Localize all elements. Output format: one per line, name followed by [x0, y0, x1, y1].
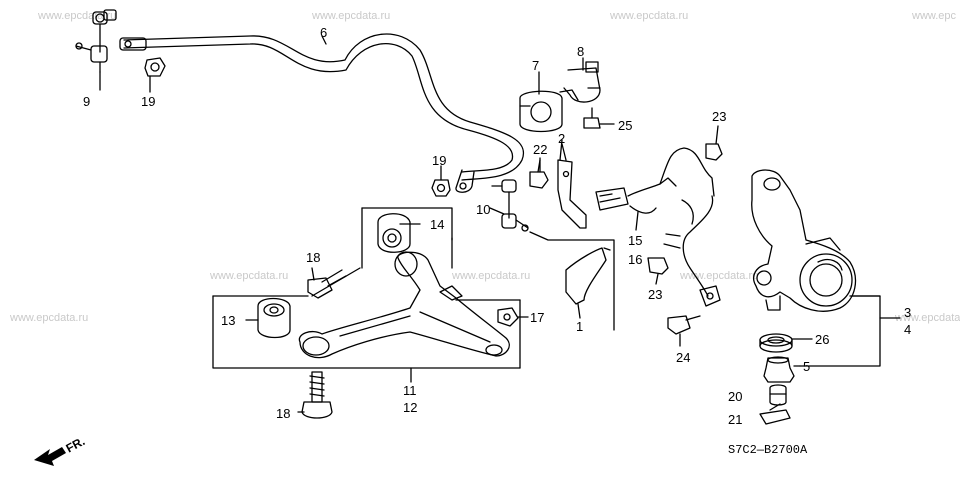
stabilizer-bar [119, 33, 525, 193]
watermark: www.epc [912, 10, 957, 22]
callout-16: 16 [628, 252, 643, 267]
bushing-7 [519, 90, 563, 133]
callout-7: 7 [532, 58, 540, 73]
leader-lines [99, 35, 584, 215]
watermark: www.epcdata.ru [680, 270, 759, 282]
watermark: www.epcdata.ru [610, 10, 689, 22]
callout-6: 6 [320, 25, 328, 40]
callout-9: 9 [83, 94, 91, 109]
watermark: www.epcdata.ru [312, 10, 391, 22]
knuckle [751, 169, 881, 312]
diagram-code: S7C2—B2700A [728, 443, 808, 457]
callout-21: 21 [728, 412, 743, 427]
snap-ring-20 [769, 384, 787, 406]
boot-5 [763, 356, 801, 383]
callout-15: 15 [628, 233, 643, 248]
watermark: www.epcdata.ru [452, 270, 531, 282]
callout-1: 1 [576, 319, 584, 334]
callout-18b: 18 [276, 406, 291, 421]
callout-22: 22 [533, 142, 548, 157]
callout-24: 24 [676, 350, 691, 365]
callout-3: 3 [904, 305, 912, 320]
lower-arm-box [212, 267, 521, 369]
callout-23b: 23 [648, 287, 663, 302]
leader-3-4 [799, 295, 881, 367]
watermark: www.epcdata.ru [10, 312, 89, 324]
front-arrow-icon [34, 447, 66, 466]
callout-10: 10 [476, 202, 491, 217]
nut-19-mid [431, 179, 451, 197]
watermark: www.epcdata.ru [895, 312, 960, 324]
abs-sensor-wire [595, 147, 721, 307]
callout-14: 14 [430, 217, 445, 232]
nut-19-top [144, 57, 166, 77]
callout-18: 18 [306, 250, 321, 265]
callout-19: 19 [141, 94, 156, 109]
callout-5: 5 [803, 359, 811, 374]
callout-20: 20 [728, 389, 743, 404]
callout-25: 25 [618, 118, 633, 133]
callout-23: 23 [712, 109, 727, 124]
callout-11: 11 [403, 383, 417, 398]
bolt-24 [667, 315, 701, 347]
bolt-23-top [705, 125, 723, 161]
callout-19b: 19 [432, 153, 447, 168]
seal-26 [759, 333, 813, 353]
stabilizer-link-left [75, 9, 117, 73]
callout-8: 8 [577, 44, 585, 59]
stabilizer-link-10 [491, 179, 529, 232]
bushing-14 [377, 213, 411, 253]
callout-2: 2 [558, 131, 566, 146]
bolt-18-upper [307, 267, 347, 299]
bolt-23-lower [647, 257, 669, 285]
watermark: www.epcdata.ru [210, 270, 289, 282]
lower-arm [298, 251, 510, 359]
bolt-25 [583, 107, 615, 129]
shield-1 [529, 231, 615, 331]
callout-26: 26 [815, 332, 830, 347]
nut-22 [529, 159, 549, 189]
bolt-17 [497, 307, 529, 327]
bracket-2 [557, 143, 587, 229]
callout-13: 13 [221, 313, 236, 328]
callout-12: 12 [403, 400, 418, 415]
bushing-13 [245, 297, 291, 339]
holder-8 [559, 61, 601, 103]
clip-21 [759, 403, 791, 425]
bolt-18-lower [297, 371, 333, 419]
callout-17: 17 [530, 310, 545, 325]
callout-4: 4 [904, 322, 912, 337]
